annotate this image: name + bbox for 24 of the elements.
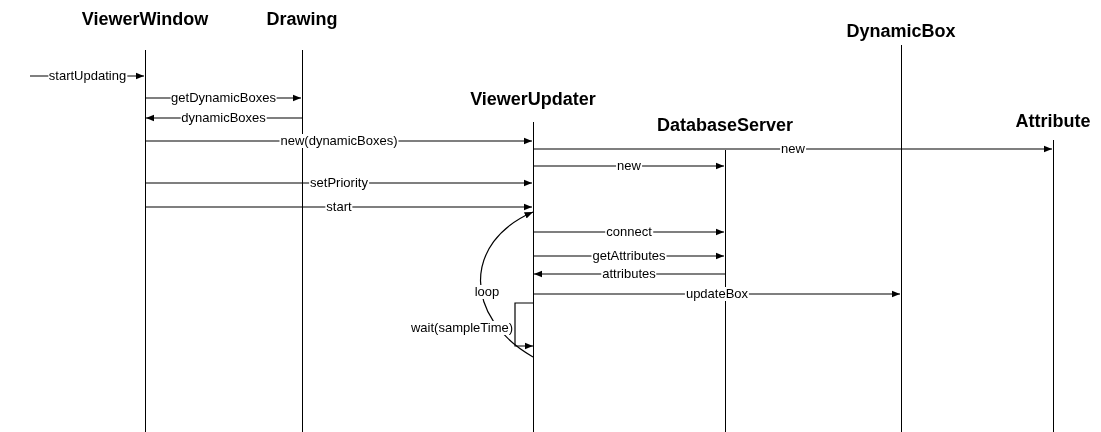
edge-label: wait(sampleTime) — [409, 321, 515, 335]
edge-label: attributes — [601, 267, 657, 281]
message-arrow — [532, 290, 901, 298]
participant-name: DatabaseServer — [655, 114, 795, 136]
message-arrow — [532, 162, 725, 170]
edge-label: getAttributes — [591, 249, 667, 263]
self-message-arrow — [514, 302, 534, 350]
edge-label: setPriority — [309, 176, 369, 190]
edge-label: startUpdating — [47, 69, 128, 83]
edge-label: connect — [605, 225, 653, 239]
edge-label: start — [325, 200, 353, 214]
message-arrow — [144, 203, 533, 211]
participant-name: ViewerWindow — [80, 8, 210, 30]
participant-name: Attribute — [1014, 110, 1092, 132]
participant-name: DynamicBox — [845, 20, 957, 42]
edge-label: getDynamicBoxes — [170, 91, 277, 105]
edge-label: new(dynamicBoxes) — [279, 134, 399, 148]
edge-label: dynamicBoxes — [180, 111, 267, 125]
participant-name: Drawing — [265, 8, 339, 30]
participant-name: ViewerUpdater — [469, 88, 597, 110]
edge-label: updateBox — [684, 287, 750, 301]
edge-label: loop — [473, 285, 501, 299]
message-arrow — [144, 179, 533, 187]
message-arrow — [532, 145, 1053, 153]
